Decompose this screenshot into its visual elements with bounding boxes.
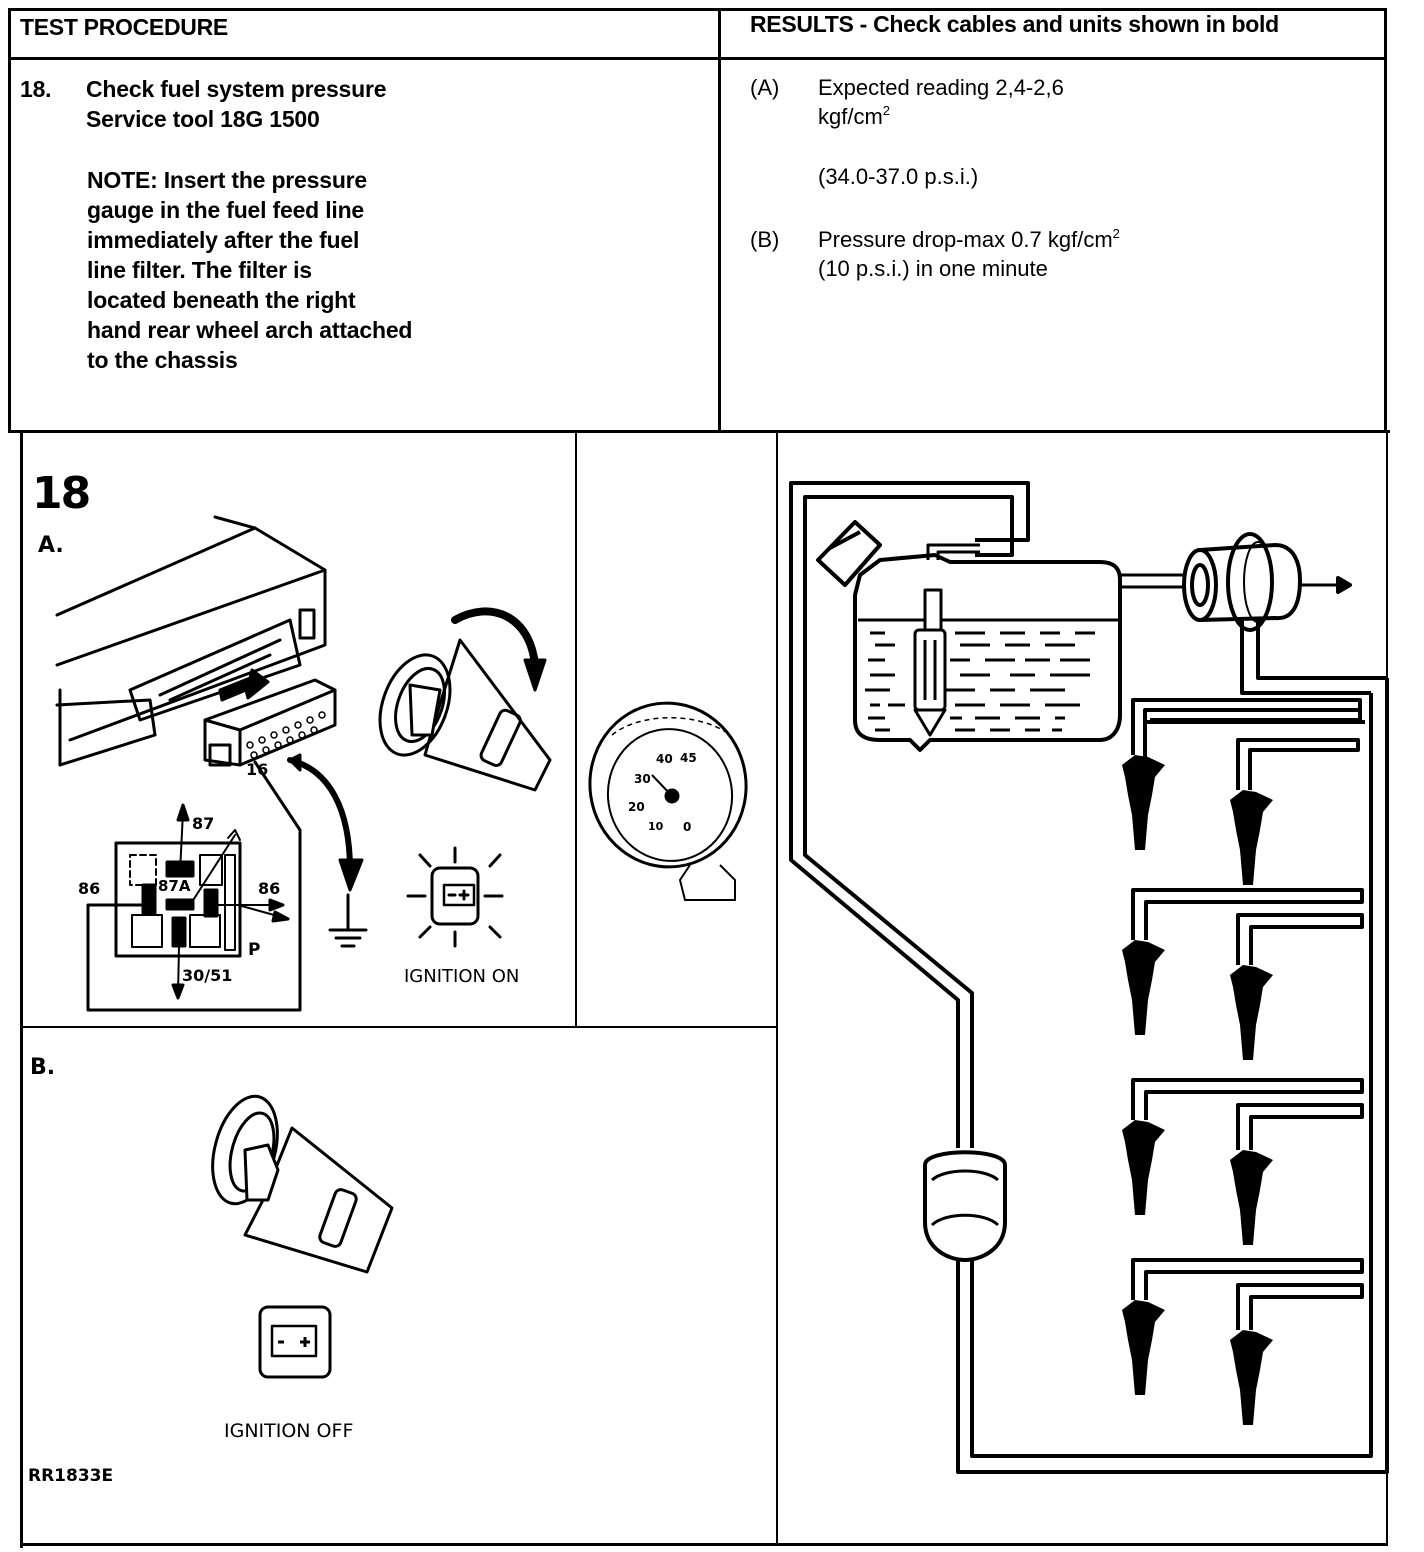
figure-border-bottom (20, 1543, 1388, 1546)
fuel-injector-icon (1230, 790, 1273, 885)
figure-divider-ab (20, 1026, 778, 1028)
pressure-gauge-icon (588, 701, 748, 901)
gauge-mark-40: 40 (656, 752, 673, 766)
fuel-feed-line (956, 620, 1389, 1474)
note-line: to the chassis (87, 347, 238, 373)
ignition-warning-lamp-on-icon (406, 846, 504, 948)
ignition-warning-lamp-off-icon (258, 1305, 332, 1379)
step-title-line: Service tool 18G 1500 (86, 106, 320, 132)
fuel-injector-icon (1122, 755, 1165, 850)
figure-divider-gauge (575, 430, 577, 1028)
injector-rails (1131, 698, 1365, 1330)
note-line: immediately after the fuel (87, 227, 360, 253)
result-a-line1: Expected reading 2,4-2,6 (818, 75, 1064, 100)
fuel-injector-icon (1122, 1120, 1165, 1215)
ignition-on-label: IGNITION ON (404, 966, 520, 987)
fuel-injector-icon (1122, 1300, 1165, 1395)
figure-divider-main (776, 430, 778, 1546)
table-border-top (8, 8, 1386, 11)
fuel-injector-icon (1122, 940, 1165, 1035)
in-tank-sender-icon (913, 543, 980, 737)
harness-connector-icon (203, 678, 337, 767)
column-divider (718, 8, 721, 433)
relay-terminal-86-right: 86 (258, 879, 281, 898)
step-title: Check fuel system pressure Service tool … (86, 74, 387, 134)
relay-p-label: P (248, 940, 261, 960)
ground-symbol-icon (328, 893, 368, 948)
table-border-bottom (8, 430, 1390, 433)
insert-arrow-icon (218, 668, 270, 702)
relay-base-icon (114, 803, 290, 1000)
result-a-text: Expected reading 2,4-2,6 kgf/cm2 (34.0-3… (818, 73, 1064, 191)
note-line: line filter. The filter is (87, 257, 312, 283)
relay-terminal-87a: 87A (158, 877, 191, 895)
figure-border-left (20, 430, 23, 1548)
result-a-marker: (A) (750, 75, 780, 100)
fuel-injector-icon (1230, 1330, 1273, 1425)
fuel-injector-icon (1230, 1150, 1273, 1245)
relay-terminal-30-51: 30/51 (182, 966, 233, 985)
result-a-unit: kgf/cm2 (818, 103, 891, 129)
note-line: located beneath the right (87, 287, 356, 313)
ignition-key-off-icon (211, 1094, 394, 1274)
gauge-mark-30: 30 (634, 772, 651, 786)
fuel-tank-icon (853, 553, 1122, 752)
step-title-line: Check fuel system pressure (86, 76, 387, 102)
ignition-off-label: IGNITION OFF (224, 1420, 354, 1442)
probe-arrow-icon (287, 757, 353, 873)
relay-terminal-87: 87 (192, 814, 215, 833)
fuel-filter-icon (923, 1150, 1007, 1262)
fuel-pump-icon (1182, 532, 1352, 632)
result-b-marker: (B) (750, 227, 780, 252)
rotation-arrow-icon (451, 607, 539, 669)
result-b-line1: Pressure drop-max 0.7 kgf/cm2 (818, 226, 1120, 252)
gauge-mark-45: 45 (680, 751, 697, 765)
filler-cap-icon (816, 520, 882, 587)
panel-a-label: A. (38, 533, 64, 558)
gauge-mark-0: 0 (683, 820, 692, 834)
panel-b-label: B. (30, 1055, 56, 1080)
figure-number: 18 (32, 468, 91, 519)
ignition-key-on-icon (378, 638, 552, 792)
result-a-psi: (34.0-37.0 p.s.i.) (818, 164, 979, 189)
step-number: 18. (20, 76, 52, 102)
table-border-right (1384, 8, 1387, 433)
step-note: NOTE: Insert the pressure gauge in the f… (87, 165, 412, 375)
fuel-injector-icon (1230, 965, 1273, 1060)
result-b-line2: (10 p.s.i.) in one minute (818, 256, 1048, 281)
relay-terminal-86-left: 86 (78, 879, 101, 898)
procedure-header: TEST PROCEDURE (20, 14, 228, 40)
gauge-mark-20: 20 (628, 800, 645, 814)
results-header: RESULTS - Check cables and units shown i… (750, 11, 1279, 37)
result-b-text: Pressure drop-max 0.7 kgf/cm2 (10 p.s.i.… (818, 225, 1120, 283)
ground-lead (86, 760, 302, 1012)
gauge-mark-10: 10 (648, 820, 664, 833)
note-line: NOTE: Insert the pressure (87, 167, 368, 193)
fuel-return-line (789, 481, 1030, 1148)
figure-reference-code: RR1833E (28, 1466, 114, 1486)
ecu-unit-icon (55, 515, 327, 767)
header-divider (8, 57, 1386, 60)
connector-pin-label: 16 (246, 760, 269, 779)
note-line: gauge in the fuel feed line (87, 197, 365, 223)
note-line: hand rear wheel arch attached (87, 317, 413, 343)
table-border-left (8, 8, 11, 433)
